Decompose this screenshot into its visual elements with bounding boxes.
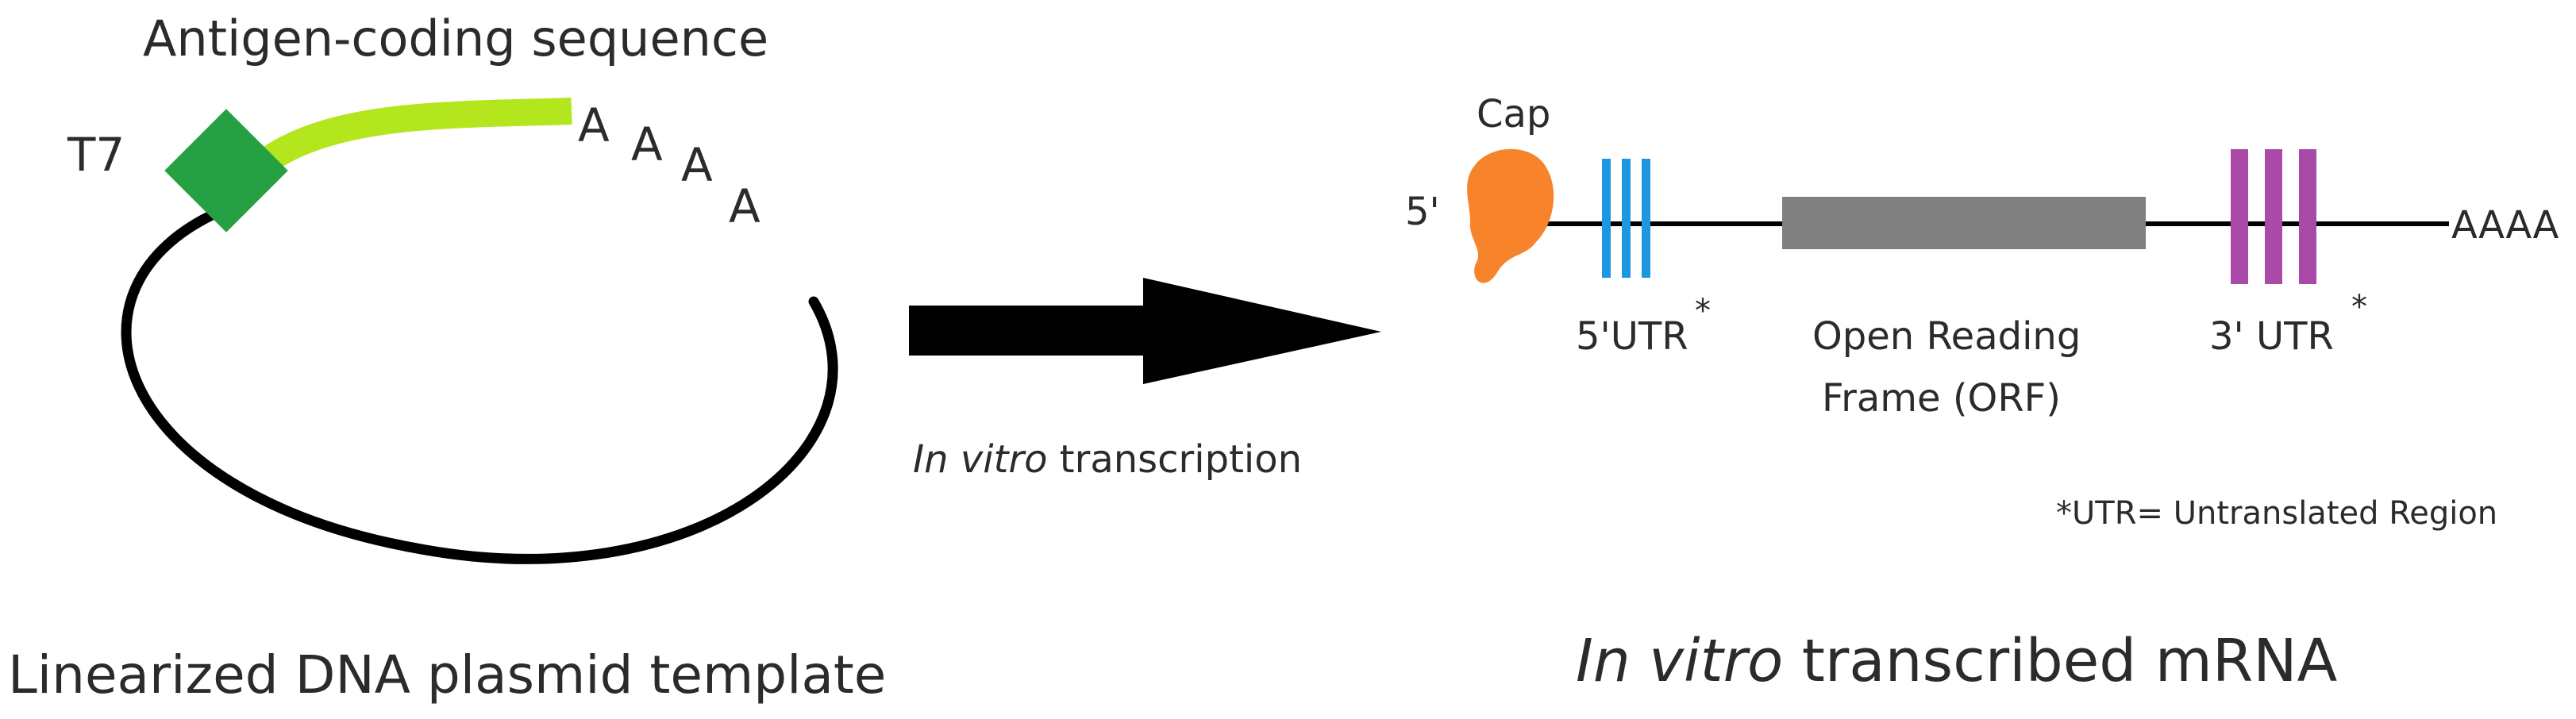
- utr3-bar-1: [2231, 149, 2248, 284]
- transcription-arrow-group: In vitro transcription: [909, 278, 1381, 482]
- polya-letter-2: A: [631, 117, 663, 171]
- orf-label-line2: Frame (ORF): [1822, 376, 2061, 421]
- utr3-bar-3: [2299, 149, 2316, 284]
- polya-letter-3: A: [681, 138, 713, 192]
- orf-label-line1: Open Reading: [1812, 314, 2081, 359]
- five-prime-label: 5': [1405, 190, 1440, 234]
- cap-blob: [1467, 148, 1554, 283]
- t7-label: T7: [67, 128, 125, 182]
- utr3-label: 3' UTR: [2209, 314, 2334, 359]
- mrna-caption-rest: transcribed mRNA: [1783, 627, 2337, 695]
- plasmid-group: Antigen-coding sequence T7 A A A A Linea…: [8, 10, 886, 706]
- t7-promoter-block: [164, 109, 288, 233]
- polya-letter-4: A: [729, 179, 760, 233]
- polya-letter-1: A: [578, 98, 610, 152]
- utr-footnote: *UTR= Untranslated Region: [2056, 495, 2497, 532]
- arrow-label: In vitro transcription: [913, 437, 1302, 482]
- utr5-bar-2: [1622, 159, 1631, 278]
- mrna-group: Cap 5' AAAA 5'UTR * Open Reading Frame (…: [1405, 92, 2559, 695]
- orf-block: [1782, 197, 2146, 249]
- utr5-asterisk: *: [1695, 293, 1711, 329]
- right-arrow-icon: [909, 278, 1381, 384]
- arrow-label-italic: In vitro: [913, 437, 1048, 482]
- mrna-caption-italic: In vitro: [1576, 627, 1783, 695]
- plasmid-backbone: [121, 205, 838, 564]
- utr3-asterisk: *: [2351, 289, 2367, 325]
- polya-tail-label: AAAA: [2451, 203, 2559, 248]
- utr5-label: 5'UTR: [1576, 314, 1688, 359]
- plasmid-caption: Linearized DNA plasmid template: [8, 644, 886, 706]
- cap-label: Cap: [1477, 92, 1550, 136]
- utr3-bar-2: [2265, 149, 2282, 284]
- antigen-coding-label: Antigen-coding sequence: [143, 10, 768, 67]
- utr5-bar-1: [1602, 159, 1611, 278]
- antigen-coding-insert: [262, 98, 572, 171]
- arrow-label-rest: transcription: [1048, 437, 1303, 482]
- mrna-caption: In vitro transcribed mRNA: [1576, 627, 2338, 695]
- utr5-bar-3: [1642, 159, 1650, 278]
